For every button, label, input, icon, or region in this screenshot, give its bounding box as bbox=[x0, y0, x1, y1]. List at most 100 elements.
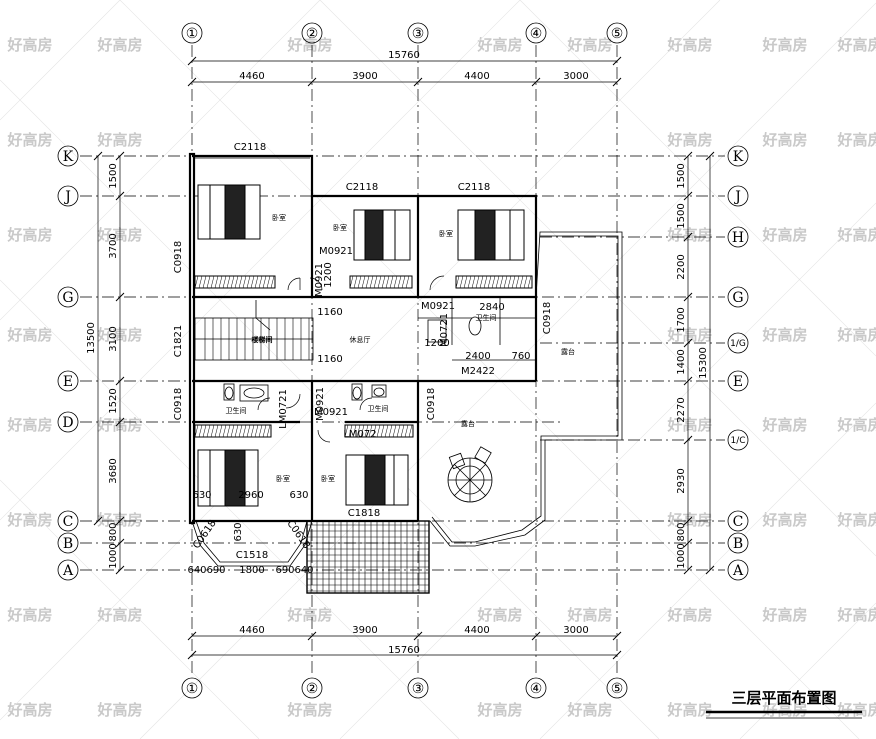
label-lm0721: LM0721 bbox=[278, 389, 289, 429]
watermark-text: 好高房 bbox=[476, 701, 522, 719]
dim-top-span-4: 3000 bbox=[563, 71, 588, 82]
axis-label-left-G: G bbox=[62, 290, 73, 306]
dim-bottom-span-3: 4400 bbox=[464, 625, 489, 636]
dim-right-span-2: 1500 bbox=[676, 203, 687, 228]
label-c1518: C1518 bbox=[236, 550, 268, 561]
room-terrace-2: 露台 bbox=[461, 419, 475, 428]
watermark-text: 好高房 bbox=[761, 701, 807, 719]
axis-bubbles-left: K J G E D C B A bbox=[57, 145, 79, 581]
axis-label-right-J: J bbox=[733, 189, 741, 205]
watermark-text: 好高房 bbox=[836, 131, 876, 149]
dim-left-span-4: 1520 bbox=[108, 388, 119, 413]
label-c1818: C1818 bbox=[348, 508, 380, 519]
watermark-text: 好高房 bbox=[761, 606, 807, 624]
room-bath-3: 卫生间 bbox=[476, 313, 497, 322]
label-c1821: C1821 bbox=[173, 325, 184, 357]
axis-label-top-5: ⑤ bbox=[611, 26, 624, 42]
label-640-a: 640 bbox=[187, 565, 206, 576]
label-2400: 2400 bbox=[465, 351, 490, 362]
terrace-outline bbox=[418, 231, 623, 547]
label-c0918-left: C0918 bbox=[173, 241, 184, 273]
axis-label-right-H: H bbox=[732, 230, 744, 246]
room-bedroom-4: 卧室 bbox=[276, 474, 290, 483]
label-m0921-5: M0921 bbox=[314, 407, 348, 418]
dim-bottom-span-1: 4460 bbox=[239, 625, 264, 636]
dimensions-left: 13500 1500 3700 3100 1520 3680 800 1000 bbox=[86, 151, 125, 575]
horizontal-axis-lines bbox=[80, 155, 725, 571]
walls bbox=[188, 152, 538, 525]
label-630-c: 630 bbox=[233, 522, 244, 541]
dim-left-span-7: 1000 bbox=[108, 543, 119, 568]
watermark-text: 好高房 bbox=[761, 511, 807, 529]
watermark-text: 好高房 bbox=[836, 226, 876, 244]
label-m0921-4: M0921 bbox=[315, 387, 326, 421]
dim-right-span-1: 1500 bbox=[676, 163, 687, 188]
watermark-text: 好高房 bbox=[761, 326, 807, 344]
watermark-text: 好高房 bbox=[761, 416, 807, 434]
axis-label-right-B: B bbox=[733, 536, 743, 552]
door-swings bbox=[257, 275, 445, 443]
beds bbox=[197, 184, 525, 507]
bath-fixtures bbox=[223, 316, 482, 402]
label-lm072: LM072 bbox=[343, 429, 376, 440]
axis-bubbles-top: ① ② ③ ④ ⑤ bbox=[181, 22, 628, 44]
watermark-text: 好高房 bbox=[6, 131, 52, 149]
axis-bubbles-bottom: ① ② ③ ④ ⑤ bbox=[181, 677, 628, 699]
axis-label-top-2: ② bbox=[306, 26, 319, 42]
axis-bubbles-right: K J H G 1/G E 1/C C B A bbox=[727, 145, 749, 581]
dim-bottom-span-2: 3900 bbox=[352, 625, 377, 636]
label-690-b: 690 bbox=[275, 565, 294, 576]
axis-label-right-C: C bbox=[733, 514, 744, 530]
room-labels: 卧室 卧室 卧室 卧室 卧室 楼梯间 休息厅 卫生间 卫生间 卫生间 露台 露台 bbox=[226, 213, 576, 483]
watermark-text: 好高房 bbox=[286, 701, 332, 719]
dim-left-span-6: 800 bbox=[108, 522, 119, 541]
watermark-text: 好高房 bbox=[836, 326, 876, 344]
watermark-text: 好高房 bbox=[6, 416, 52, 434]
label-c2118-top: C2118 bbox=[234, 142, 266, 153]
label-c0918-mid: C0918 bbox=[426, 388, 437, 420]
watermark-text: 好高房 bbox=[666, 606, 712, 624]
drawing-title-block: 三层平面布置图 bbox=[706, 689, 862, 719]
axis-label-right-K: K bbox=[733, 149, 744, 165]
watermark-text: 好高房 bbox=[836, 701, 876, 719]
watermark-text: 好高房 bbox=[96, 36, 142, 54]
stairs bbox=[194, 300, 314, 361]
drawing-title: 三层平面布置图 bbox=[731, 689, 836, 707]
axis-label-bottom-3: ③ bbox=[412, 681, 425, 697]
label-c0918-right: C0918 bbox=[542, 302, 553, 334]
watermark-text: 好高房 bbox=[6, 36, 52, 54]
dimensions-right: 1500 1500 2200 1700 1400 2270 2930 800 1… bbox=[676, 151, 715, 575]
watermark-text: 好高房 bbox=[6, 701, 52, 719]
watermark-text: 好高房 bbox=[96, 511, 142, 529]
label-630-b: 630 bbox=[289, 490, 308, 501]
watermark-text: 好高房 bbox=[6, 226, 52, 244]
dim-right-span-5: 1400 bbox=[676, 349, 687, 374]
room-lounge: 休息厅 bbox=[350, 335, 371, 344]
dim-bottom-span-4: 3000 bbox=[563, 625, 588, 636]
label-630-a: 630 bbox=[192, 490, 211, 501]
room-bedroom-3: 卧室 bbox=[439, 229, 453, 238]
dim-right-total: 15300 bbox=[698, 347, 709, 379]
room-bedroom-1: 卧室 bbox=[272, 213, 286, 222]
axis-label-top-4: ④ bbox=[530, 26, 543, 42]
watermark-text: 好高房 bbox=[286, 606, 332, 624]
watermark-text: 好高房 bbox=[96, 416, 142, 434]
watermark-text: 好高房 bbox=[566, 606, 612, 624]
watermark-text: 好高房 bbox=[836, 511, 876, 529]
watermark-text: 好高房 bbox=[836, 36, 876, 54]
axis-label-left-A: A bbox=[62, 563, 74, 579]
watermark-text: 好高房 bbox=[476, 36, 522, 54]
room-bedroom-2: 卧室 bbox=[333, 223, 347, 232]
dim-right-span-8: 800 bbox=[676, 522, 687, 541]
axis-label-left-B: B bbox=[63, 536, 73, 552]
label-2960: 2960 bbox=[238, 490, 263, 501]
bay-window bbox=[191, 520, 313, 567]
label-2840: 2840 bbox=[479, 302, 504, 313]
dim-top-total: 15760 bbox=[388, 50, 420, 61]
dim-right-span-3: 2200 bbox=[676, 254, 687, 279]
watermark-text: 好高房 bbox=[96, 606, 142, 624]
label-m0921-1: M0921 bbox=[319, 246, 353, 257]
watermark-text: 好高房 bbox=[96, 131, 142, 149]
watermark-layer: 好高房好高房好高房好高房好高房好高房好高房好高房好高房好高房好高房好高房好高房好… bbox=[6, 36, 876, 719]
